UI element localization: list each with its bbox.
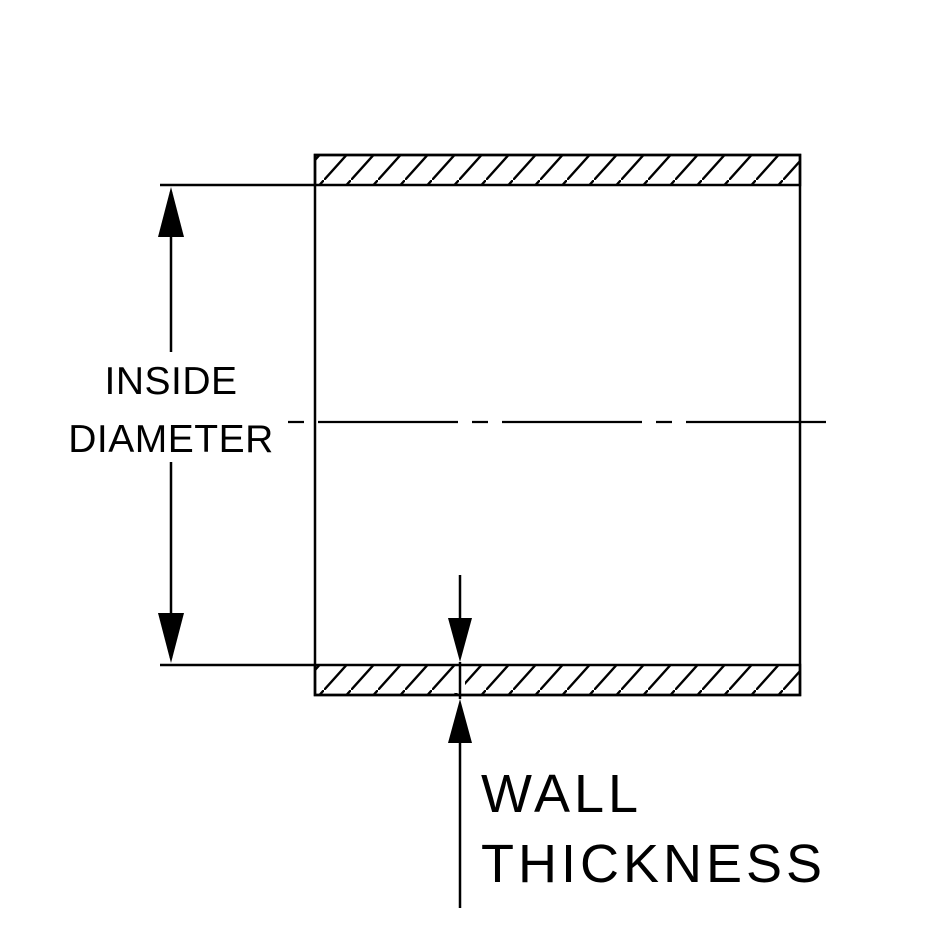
- arrowhead-down-to-wall-icon: [448, 618, 472, 662]
- tube-bottom-wall-hatch: [313, 663, 802, 697]
- arrowhead-up-to-wall-icon: [448, 699, 472, 743]
- arrowhead-up-icon: [158, 187, 184, 237]
- wall-thickness-label-line1: WALL: [481, 764, 642, 824]
- arrowhead-down-icon: [158, 613, 184, 663]
- inside-diameter-label-line1: INSIDE: [104, 360, 237, 403]
- tube-top-wall-hatch: [313, 153, 802, 187]
- inside-diameter-label-line2: DIAMETER: [68, 418, 274, 461]
- tube-body: [313, 153, 802, 697]
- wall-thickness-callout: WALL THICKNESS: [448, 575, 826, 908]
- inside-diameter-dimension: INSIDE DIAMETER: [68, 183, 315, 667]
- tube-outline: [313, 153, 802, 697]
- wall-thickness-label-line2: THICKNESS: [481, 834, 826, 894]
